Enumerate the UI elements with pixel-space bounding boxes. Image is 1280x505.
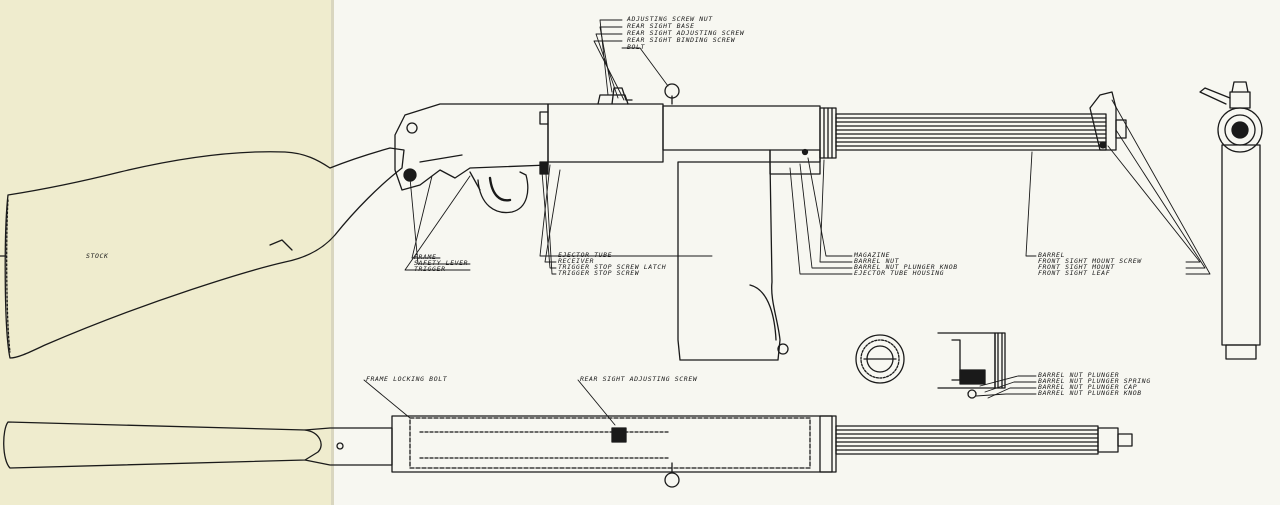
receiver-top (391, 415, 833, 473)
label-barrel-nut-plunger-knob-bottom: BARREL NUT PLUNGER KNOB (1038, 389, 1142, 397)
label-front-sight-mount-screw: FRONT SIGHT MOUNT SCREW (1038, 257, 1142, 265)
label-trigger: TRIGGER (414, 265, 446, 273)
top-view (3, 415, 1133, 488)
label-rear-sight-adjusting-screw-top: REAR SIGHT ADJUSTING SCREW (627, 29, 745, 37)
receiver (547, 103, 664, 163)
paper-panel-left (0, 0, 333, 505)
label-ejector-tube-housing: EJECTOR TUBE HOUSING (854, 269, 945, 277)
label-receiver: RECEIVER (558, 257, 595, 265)
label-magazine: MAGAZINE (854, 251, 891, 259)
label-barrel-nut-plunger-knob-top: BARREL NUT PLUNGER KNOB (854, 263, 958, 271)
receiver-housing (662, 105, 821, 163)
label-front-sight-mount: FRONT SIGHT MOUNT (1038, 263, 1115, 271)
label-rear-sight-base: REAR SIGHT BASE (627, 22, 695, 30)
bolt-knob (664, 83, 680, 99)
label-safety-lever: SAFETY LEVER (414, 259, 469, 267)
barrel-nut-side-detail (937, 332, 1006, 399)
trigger-guard (477, 171, 529, 214)
label-rear-sight-adjusting-screw-bottom: REAR SIGHT ADJUSTING SCREW (580, 375, 698, 383)
magazine (677, 161, 781, 361)
label-barrel-nut-plunger-spring: BARREL NUT PLUNGER SPRING (1038, 377, 1151, 385)
stock-outline (4, 147, 405, 359)
rear-sight (611, 87, 633, 105)
frame-outline (394, 103, 549, 191)
label-stock: STOCK (86, 252, 109, 260)
label-barrel-nut: BARREL NUT (854, 257, 900, 265)
label-bolt: BOLT (627, 43, 646, 51)
paper-fold (331, 0, 334, 505)
label-front-sight-leaf: FRONT SIGHT LEAF (1038, 269, 1111, 277)
label-frame: FRAME (414, 253, 437, 261)
barrel-fins (835, 113, 1107, 151)
label-rear-sight-binding-screw: REAR SIGHT BINDING SCREW (627, 36, 736, 44)
barrel-top-fins (835, 425, 1099, 455)
label-frame-locking-bolt: FRAME LOCKING BOLT (366, 375, 448, 383)
stock-top-outline (3, 421, 322, 469)
paper-panel-right (333, 0, 1280, 505)
side-view (0, 83, 1127, 361)
leader-lines (363, 19, 1211, 426)
end-view (1199, 81, 1263, 360)
label-adjusting-screw-nut: ADJUSTING SCREW NUT (627, 15, 713, 23)
label-barrel: BARREL (1038, 251, 1066, 259)
label-trigger-stop-screw: TRIGGER STOP SCREW (558, 269, 640, 277)
barrel-nut-front-detail (855, 334, 905, 384)
label-barrel-nut-plunger: BARREL NUT PLUNGER (1038, 371, 1120, 379)
label-trigger-stop-screw-latch: TRIGGER STOP SCREW LATCH (558, 263, 667, 271)
label-ejector-tube: EJECTOR TUBE (558, 251, 613, 259)
label-barrel-nut-plunger-cap: BARREL NUT PLUNGER CAP (1038, 383, 1138, 391)
